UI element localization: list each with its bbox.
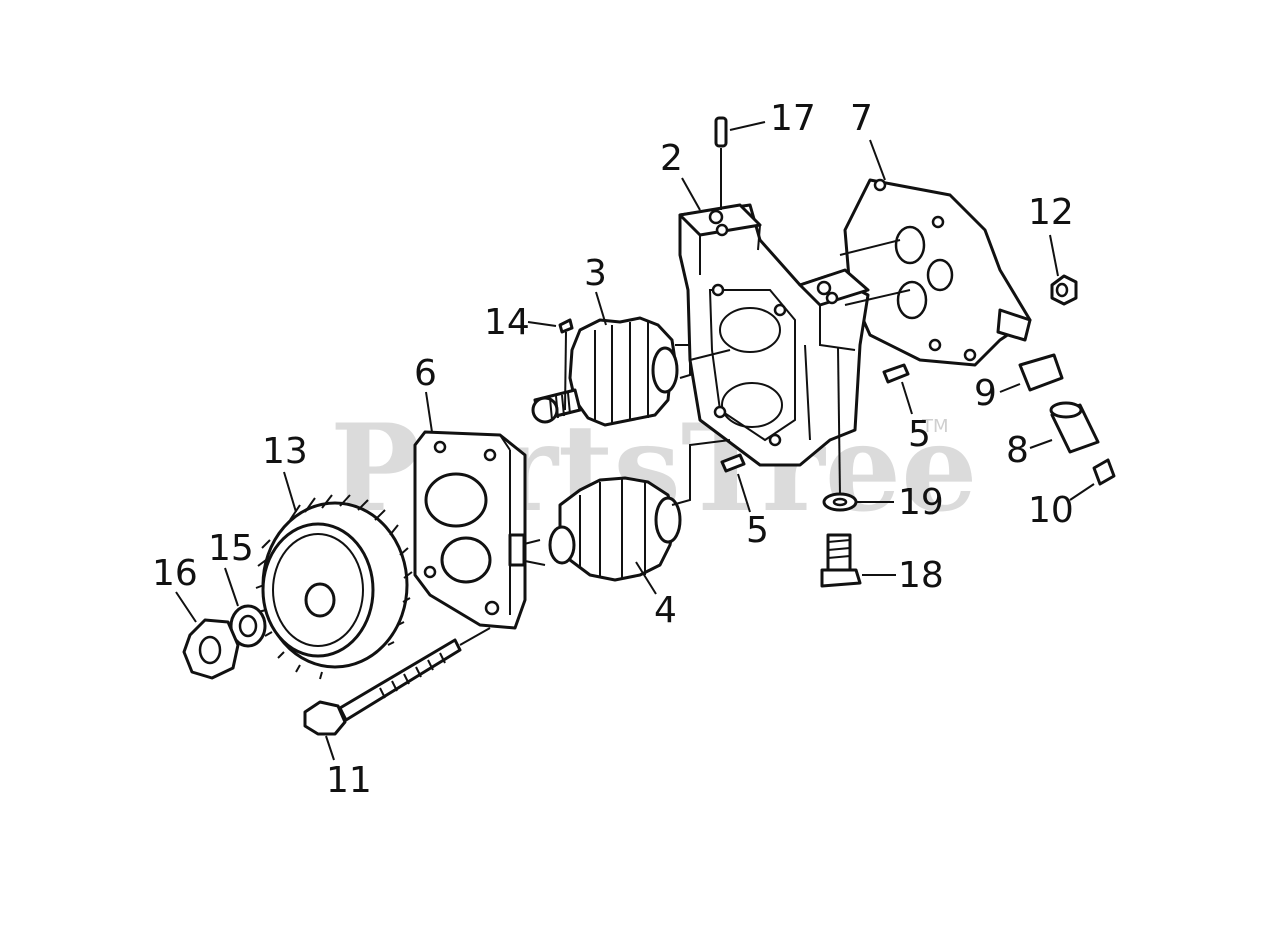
part-3-drive-gear[interactable] — [531, 316, 679, 427]
callout-13: 13 — [262, 431, 308, 472]
callout-5-lower: 5 — [746, 510, 769, 551]
callout-6: 6 — [414, 353, 437, 394]
part-13-helical-gear[interactable] — [255, 494, 413, 680]
callout-15: 15 — [208, 528, 254, 569]
callout-7: 7 — [850, 98, 873, 139]
part-15-lock-washer[interactable] — [229, 604, 267, 648]
callout-10: 10 — [1028, 490, 1074, 531]
part-7-cover[interactable] — [843, 178, 1032, 367]
callout-9: 9 — [974, 373, 997, 414]
callout-5-upper: 5 — [908, 414, 931, 455]
callout-19: 19 — [898, 482, 944, 523]
callout-11: 11 — [326, 760, 372, 801]
part-16-nut[interactable] — [182, 618, 240, 680]
callout-14: 14 — [484, 302, 530, 343]
callout-12: 12 — [1028, 192, 1074, 233]
part-2-pump-body[interactable] — [678, 203, 870, 467]
callout-leaders — [175, 121, 1095, 761]
part-5-pin-lower[interactable] — [720, 453, 746, 473]
part-8-plunger[interactable] — [1049, 401, 1100, 454]
watermark-trademark: TM — [921, 416, 949, 437]
callout-18: 18 — [898, 555, 944, 596]
callout-16: 16 — [152, 553, 198, 594]
part-12-nut[interactable] — [1050, 274, 1078, 306]
callout-2: 2 — [660, 138, 683, 179]
callout-8: 8 — [1006, 430, 1029, 471]
callout-3: 3 — [584, 253, 607, 294]
part-14-key[interactable] — [558, 318, 574, 411]
callout-17: 17 — [770, 98, 816, 139]
callout-labels: 2 3 4 5 5 6 7 8 9 10 11 12 13 14 15 16 1… — [152, 98, 1074, 801]
part-19-washer[interactable] — [822, 492, 858, 512]
part-10-plug[interactable] — [1092, 458, 1116, 486]
part-9-spring[interactable] — [1018, 353, 1064, 392]
part-17-dowel-pin[interactable] — [714, 116, 728, 210]
part-6-end-plate[interactable] — [413, 430, 527, 630]
part-18-bolt[interactable] — [820, 533, 862, 588]
part-5-pin-upper[interactable] — [882, 363, 910, 384]
part-4-idler-gear[interactable] — [548, 476, 682, 582]
callout-4: 4 — [654, 590, 677, 631]
part-11-bolt[interactable] — [303, 627, 491, 736]
